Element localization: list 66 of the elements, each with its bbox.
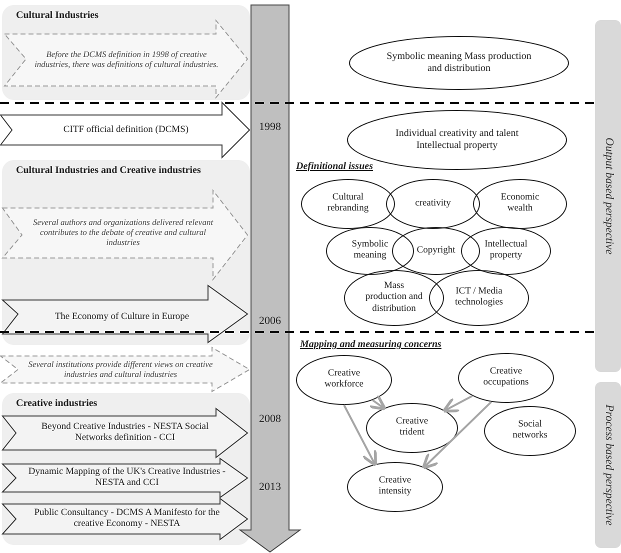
concept-ellipse [473, 179, 567, 229]
arrow [343, 404, 377, 467]
concept-ellipse [296, 355, 392, 405]
section-heading: Definitional issues [296, 161, 373, 172]
year-label: 2008 [258, 413, 282, 426]
ellipse-text: Individual creativity and talent Intellectual property [394, 128, 520, 152]
ellipse-text: Economic wealth [500, 192, 540, 216]
concept-ellipse [301, 179, 395, 229]
milestone-banner [0, 102, 250, 158]
ellipse-text: Symbolic meaning Mass production and distribution [386, 51, 532, 75]
ellipse-text: Creative workforce [323, 368, 365, 392]
ellipse-text: ICT / Media technologies [454, 286, 504, 310]
concept-ellipse [347, 462, 443, 512]
note-text: Several authors and organizations delivered relevant contributes to the debate of creative and cultural industries [32, 216, 214, 249]
ellipse-text: creativity [414, 198, 452, 210]
milestone-banner [2, 498, 248, 540]
ellipse-text: Creative intensity [378, 476, 412, 498]
panel-heading: Creative industries [16, 398, 98, 410]
context-note-banner [2, 190, 248, 280]
arrow [368, 394, 386, 410]
arrow-text: CITF official definition (DCMS) [62, 124, 190, 137]
perspective-tab [595, 20, 621, 372]
note-text: Several institutions provide different views on creative industries and cultural industries [27, 358, 214, 380]
ellipse-text: Copyright [416, 245, 456, 257]
arrow [422, 401, 492, 470]
concept-ellipse [344, 270, 444, 326]
concept-ellipse [392, 227, 480, 275]
concept-ellipse [347, 110, 567, 170]
arrow-text: Beyond Creative Industries - NESTA Social Networks definition - CCI [40, 421, 210, 445]
ellipse-text: Cultural rebranding [326, 192, 370, 216]
year-label: 1998 [258, 121, 282, 134]
period-panel [2, 5, 250, 100]
ellipse-text: Symbolic meaning [350, 240, 390, 262]
period-panel [2, 393, 250, 545]
concept-ellipse [484, 406, 576, 456]
concept-ellipse [386, 179, 480, 229]
concept-ellipse [461, 227, 551, 275]
context-note-banner [0, 347, 250, 392]
ellipse-text: Social networks [512, 420, 548, 442]
tab-text: Process based perspective [602, 404, 615, 526]
ellipse-text: Intellectual property [484, 240, 528, 262]
note-text: Before the DCMS definition in 1998 of creative industries, there was definitions of cultural industries. [34, 48, 220, 71]
concept-ellipse [458, 353, 554, 403]
arrow [442, 394, 473, 413]
context-note-banner [4, 20, 248, 98]
year-label: 2006 [258, 315, 282, 328]
ellipse-text: Creative trident [394, 416, 430, 440]
ellipse-text: Creative occupations [482, 366, 530, 390]
section-heading: Mapping and measuring concerns [300, 339, 442, 350]
milestone-banner [2, 285, 248, 343]
panel-heading: Cultural Industries and Creative industries [16, 165, 201, 177]
arrow-text: The Economy of Culture in Europe [54, 310, 190, 324]
milestone-banner [2, 458, 248, 498]
panel-heading: Cultural Industries [16, 10, 99, 22]
perspective-tab [595, 382, 621, 548]
period-panel [2, 160, 250, 345]
ellipse-text: Mass production and distribution [364, 280, 424, 316]
concept-ellipse [429, 270, 529, 326]
concept-ellipse [326, 227, 414, 275]
milestone-banner [2, 408, 248, 458]
arrow-text: Public Consultancy - DCMS A Manifesto for the creative Economy - NESTA [33, 507, 221, 531]
arrow-text: Dynamic Mapping of the UK's Creative Industries - NESTA and CCI [27, 466, 227, 490]
concept-ellipse [366, 403, 458, 453]
year-label: 2013 [258, 481, 282, 494]
tab-text: Output based perspective [602, 138, 615, 254]
concept-ellipse [349, 36, 569, 90]
